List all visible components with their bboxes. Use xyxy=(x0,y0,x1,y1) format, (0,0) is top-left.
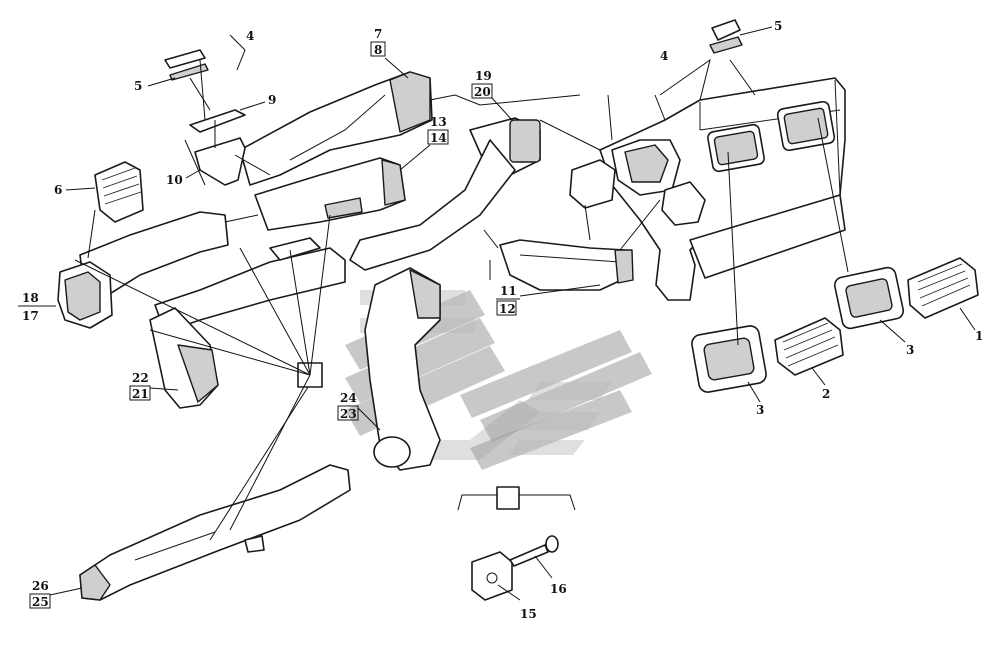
callout-24-23: 24 23 xyxy=(337,391,381,431)
side-duct-18-17 xyxy=(57,211,229,329)
callout-3a-label: 3 xyxy=(756,403,764,417)
callout-13-label: 13 xyxy=(430,115,447,129)
callout-25-label: 25 xyxy=(32,595,49,609)
callout-19-label: 19 xyxy=(475,69,492,83)
callout-4a-label: 4 xyxy=(246,29,254,43)
callout-6-label: 6 xyxy=(54,183,62,197)
callout-18-17: 18 17 xyxy=(18,291,56,323)
callout-10-label: 10 xyxy=(166,173,183,187)
vent-grille-6 xyxy=(94,161,144,223)
center-duct-19-20 xyxy=(349,117,541,271)
callout-14-label: 14 xyxy=(430,131,447,145)
callout-26-25: 26 25 xyxy=(29,579,83,609)
callout-2-label: 2 xyxy=(822,387,830,401)
callout-5a: 5 xyxy=(134,77,176,93)
callout-16-label: 16 xyxy=(550,582,567,596)
callout-9-label: 9 xyxy=(268,93,276,107)
callout-15: 15 xyxy=(497,584,537,621)
upper-duct-7-8 xyxy=(239,71,433,186)
callout-3b: 3 xyxy=(879,319,914,357)
callout-19-20: 19 20 xyxy=(471,69,513,121)
callout-20-label: 20 xyxy=(474,85,491,99)
duct-11-12 xyxy=(499,239,634,291)
vent-grille-2 xyxy=(774,317,844,376)
clip-9 xyxy=(189,109,246,133)
leader-lines xyxy=(74,34,849,541)
callout-23-label: 23 xyxy=(340,407,357,421)
floor-duct-22-21 xyxy=(149,307,219,409)
callout-12-label: 12 xyxy=(499,302,516,316)
hose-24-23 xyxy=(364,267,441,471)
callout-1-label: 1 xyxy=(975,329,983,343)
callout-10: 10 xyxy=(166,169,201,187)
vent-grille-1 xyxy=(907,257,979,319)
reference-square-bottom xyxy=(496,486,520,510)
vent-bezel-3-left xyxy=(691,325,767,393)
callout-5a-label: 5 xyxy=(134,79,142,93)
callout-1: 1 xyxy=(959,307,983,343)
callout-4b-label: 4 xyxy=(660,49,668,63)
duct-13-14 xyxy=(254,157,406,231)
callout-9: 9 xyxy=(239,93,276,111)
callout-3a: 3 xyxy=(747,381,764,417)
callout-7-8: 7 8 xyxy=(370,27,409,79)
vent-bezel-3-right xyxy=(833,266,905,330)
callout-8-label: 8 xyxy=(374,43,382,57)
bracket-10 xyxy=(194,137,246,186)
callout-13-14: 13 14 xyxy=(399,115,449,171)
callout-24-label: 24 xyxy=(340,391,357,405)
callout-22-label: 22 xyxy=(132,371,149,385)
callout-11-label: 11 xyxy=(500,284,517,298)
callout-5b: 5 xyxy=(739,19,782,36)
callout-17-label: 17 xyxy=(22,309,39,323)
callout-22-21: 22 21 xyxy=(129,371,179,401)
callout-7-label: 7 xyxy=(374,27,382,41)
callout-4b: 4 xyxy=(660,49,668,63)
callout-4a: 4 xyxy=(246,29,254,43)
dashboard-panel xyxy=(569,77,846,301)
callout-15-label: 15 xyxy=(520,607,537,621)
callout-3b-label: 3 xyxy=(906,343,914,357)
callout-18-label: 18 xyxy=(22,291,39,305)
clip-nut-15 xyxy=(471,551,513,601)
small-vent-5-left xyxy=(164,49,209,81)
small-vent-5-right xyxy=(709,19,743,54)
callout-16: 16 xyxy=(534,555,567,596)
callout-5b-label: 5 xyxy=(774,19,782,33)
callout-6: 6 xyxy=(54,183,96,197)
callout-2: 2 xyxy=(811,367,830,401)
callout-21-label: 21 xyxy=(132,387,149,401)
screw-16 xyxy=(509,535,559,567)
callout-26-label: 26 xyxy=(32,579,49,593)
callout-11-12: 11 12 xyxy=(496,284,601,316)
